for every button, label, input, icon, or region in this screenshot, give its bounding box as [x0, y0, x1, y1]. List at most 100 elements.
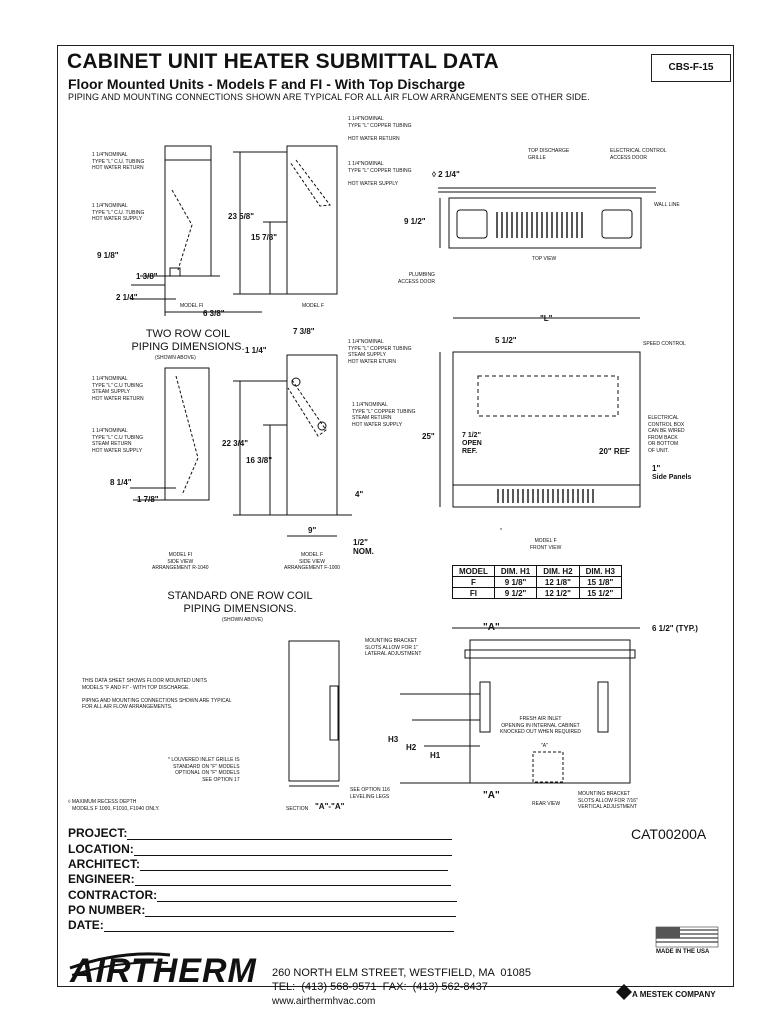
label-louvered-note: * LOUVERED INLET GRILLE IS STANDARD ON "…	[168, 757, 240, 783]
field-engineer[interactable]: ENGINEER:	[68, 872, 451, 886]
heading-two-row-note: (SHOWN ABOVE)	[155, 355, 196, 361]
front-view-cabinet	[452, 351, 641, 508]
table-row: F 9 1/8" 12 1/8" 15 1/8"	[452, 576, 622, 588]
label-mounting-bracket-top: MOUNTING BRACKET SLOTS ALLOW FOR 1" LATE…	[365, 638, 422, 657]
label-steam-return-mid: 1 1/4"NOMINAL TYPE "L" COPPER TUBING STE…	[352, 402, 416, 428]
label-section-aa: "A"-"A"	[315, 802, 345, 811]
table-cell: 12 1/8"	[536, 576, 580, 588]
heading-one-row-coil: STANDARD ONE ROW COIL PIPING DIMENSIONS.	[167, 590, 313, 615]
label-electrical-access-door: ELECTRICAL CONTROL ACCESS DOOR	[610, 148, 667, 161]
table-header: DIM. H1	[493, 565, 538, 577]
table-row: FI 9 1/2" 12 1/2" 15 1/2"	[452, 587, 622, 599]
dim-5-1-2: 5 1/2"	[495, 336, 517, 345]
label-steam-supply-top: 1 1/4"NOMINAL TYPE "L" COPPER TUBING STE…	[348, 339, 412, 365]
dim-20-ref: 20" REF	[599, 447, 630, 456]
label-fresh-air-inlet: FRESH AIR INLET OPENING IN INTERNAL CABI…	[500, 716, 582, 735]
label-datasheet-note: THIS DATA SHEET SHOWS FLOOR MOUNTED UNIT…	[82, 678, 232, 710]
page-note: PIPING AND MOUNTING CONNECTIONS SHOWN AR…	[68, 92, 590, 102]
dim-H2: H2	[406, 743, 417, 752]
website-link[interactable]: www.airthermhvac.com	[272, 996, 376, 1007]
label-mounting-bracket-bottom: MOUNTING BRACKET SLOTS ALLOW FOR 7/16" V…	[578, 791, 638, 810]
made-in-usa: MADE IN THE USA	[656, 949, 710, 955]
model-fi-cabinet-bottom	[164, 367, 210, 501]
label-star: *	[500, 528, 502, 534]
label-hot-water-supply-mid: 1 1/4"NOMINAL TYPE "L" COPPER TUBING HOT…	[348, 161, 412, 187]
dim-1-7-8: 1 7/8"	[137, 495, 159, 504]
table-cell: 12 1/2"	[536, 587, 580, 599]
label-top-view: TOP VIEW	[532, 256, 557, 262]
table-cell: 9 1/2"	[493, 587, 538, 599]
dim-H1: H1	[430, 751, 441, 760]
dim-9: 9"	[308, 526, 317, 535]
field-contractor[interactable]: CONTRACTOR:	[68, 888, 458, 902]
dim-A-top: "A"	[483, 622, 500, 633]
top-view-cabinet	[448, 197, 642, 249]
heading-two-row-coil: TWO ROW COIL PIPING DIMENSIONS.	[131, 328, 245, 353]
field-date[interactable]: DATE:	[68, 918, 454, 932]
label-speed-control: SPEED CONTROL	[643, 341, 686, 347]
dim-8-1-4: 8 1/4"	[110, 478, 132, 487]
company-address: 260 NORTH ELM STREET, WESTFIELD, MA 0108…	[272, 967, 531, 1007]
dim-15-7-8: 15 7/8"	[251, 233, 278, 242]
dim-6-3-8: 6 3/8"	[203, 309, 225, 318]
dim-6-1-2-typ: 6 1/2" (TYP.)	[652, 624, 698, 633]
heading-one-row-note: (SHOWN ABOVE)	[222, 617, 263, 623]
field-location[interactable]: LOCATION:	[68, 842, 452, 856]
dim-1-2-nom: 1/2" NOM.	[353, 538, 374, 556]
label-model-f-side-view: MODEL F SIDE VIEW ARRANGEMENT F-1000	[284, 552, 341, 571]
dim-2-1-4: 2 1/4"	[116, 293, 138, 302]
dimension-table: MODEL DIM. H1 DIM. H2 DIM. H3 F 9 1/8" 1…	[452, 565, 622, 599]
label-model-fi: MODEL FI	[180, 303, 204, 309]
label-model-fi-side-view: MODEL FI SIDE VIEW ARRANGEMENT R-1040	[152, 552, 209, 571]
dim-22-3-4: 22 3/4"	[222, 439, 249, 448]
dim-H3: H3	[388, 735, 399, 744]
dim-A-small: "A"	[541, 743, 548, 749]
label-section: SECTION	[286, 806, 309, 812]
label-hot-water-return-top: 1 1/4"NOMINAL TYPE "L" COPPER TUBING HOT…	[348, 116, 412, 142]
page-frame	[57, 45, 734, 987]
dim-L: "L"	[540, 314, 553, 323]
model-f-cabinet-bottom	[286, 354, 338, 516]
page-title: CABINET UNIT HEATER SUBMITTAL DATA	[67, 50, 499, 73]
document-code: CBS-F-15	[651, 54, 731, 82]
table-cell: 15 1/8"	[578, 576, 622, 588]
label-steam-return-left: 1 1/4"NOMINAL TYPE "L" C.U TUBING STEAM …	[92, 428, 143, 454]
dim-1-1-4: 1 1/4"	[245, 346, 267, 355]
label-top-discharge-grille: TOP DISCHARGE GRILLE	[528, 148, 570, 161]
label-model-f: MODEL F	[302, 303, 325, 309]
dim-1-3-8: 1 3/8"	[136, 272, 158, 281]
table-cell: FI	[452, 587, 495, 599]
section-cabinet	[288, 640, 340, 782]
dim-7-3-8: 7 3/8"	[293, 327, 315, 336]
label-model-f-front-view: MODEL F FRONT VIEW	[530, 538, 562, 551]
label-hot-water-return-left: 1 1/4"NOMINAL TYPE "L" C.U. TUBING HOT W…	[92, 152, 145, 171]
table-header-row: MODEL DIM. H1 DIM. H2 DIM. H3	[452, 565, 622, 577]
label-side-panels: Side Panels	[652, 474, 692, 481]
dim-7-1-2-open-ref: 7 1/2" OPEN REF.	[462, 432, 482, 455]
airtherm-logo: AIRTHERM	[70, 952, 257, 990]
label-plumbing-access-door: PLUMBING ACCESS DOOR	[398, 272, 435, 285]
table-header: DIM. H2	[536, 565, 580, 577]
dim-2-1-4-top: ◊ 2 1/4"	[432, 170, 460, 179]
table-header: MODEL	[452, 565, 495, 577]
table-cell: 9 1/8"	[493, 576, 538, 588]
table-cell: F	[452, 576, 495, 588]
dim-9-1-8: 9 1/8"	[97, 251, 119, 260]
label-option-116: SEE OPTION 116 LEVELING LEGS	[350, 787, 390, 800]
model-fi-cabinet-top	[164, 145, 212, 277]
dim-16-3-8: 16 3/8"	[246, 456, 273, 465]
dim-25: 25"	[422, 432, 435, 441]
label-steam-supply-left: 1 1/4"NOMINAL TYPE "L" C.U TUBING STEAM …	[92, 376, 144, 402]
dim-23-5-8: 23 5/8"	[228, 212, 255, 221]
table-cell: 15 1/2"	[578, 587, 622, 599]
dim-1: 1"	[652, 464, 661, 473]
mestek-company: A MESTEK COMPANY	[632, 990, 716, 999]
field-architect[interactable]: ARCHITECT:	[68, 857, 448, 871]
field-po-number[interactable]: PO NUMBER:	[68, 903, 457, 917]
label-hot-water-supply-left: 1 1/4"NOMINAL TYPE "L" C.U. TUBING HOT W…	[92, 203, 145, 222]
field-project[interactable]: PROJECT:	[68, 826, 453, 840]
dim-9-1-2: 9 1/2"	[404, 217, 426, 226]
label-electrical-control-box: ELECTRICAL CONTROL BOX CAN BE WIRED FROM…	[648, 415, 685, 454]
label-wall-line: WALL LINE	[654, 202, 680, 208]
